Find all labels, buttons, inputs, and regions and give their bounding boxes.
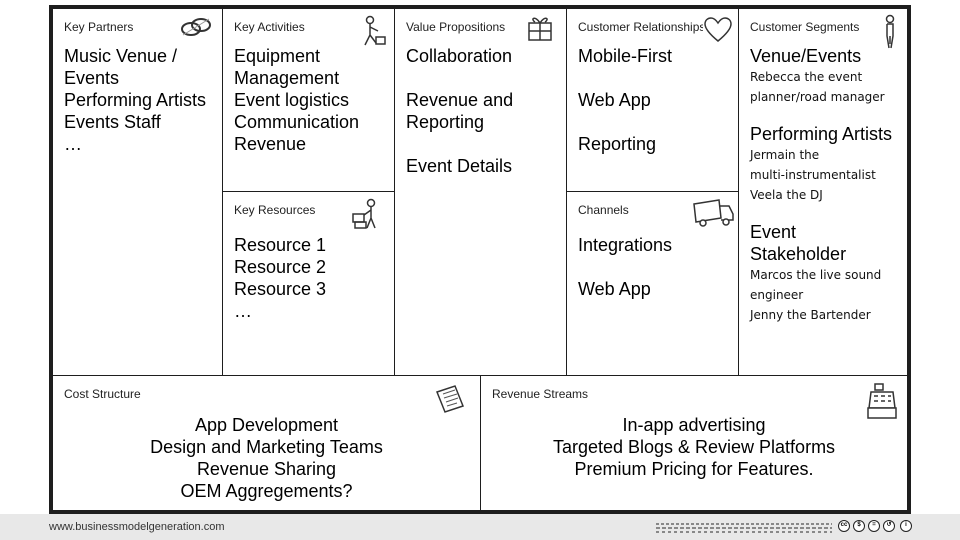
list-item: Resource 3 [234, 279, 327, 299]
list-item: Mobile-First [578, 46, 673, 66]
segment-heading: Performing Artists [750, 124, 893, 144]
list-item: In-app advertising [622, 415, 766, 435]
segment-group: Event Stakeholder Marcos the live sound … [750, 221, 903, 325]
cost-structure-block: Cost Structure App Development Design an… [52, 375, 481, 511]
value-propositions-title: Value Propositions [406, 20, 506, 34]
value-propositions-list: Collaboration Revenue and Reporting Even… [406, 45, 562, 199]
key-activities-title: Key Activities [234, 20, 305, 34]
truck-icon [693, 199, 734, 227]
list-item: … [64, 134, 82, 154]
footer-bar: www.businessmodelgeneration.com cc $ = ↺… [0, 514, 960, 540]
list-item: Collaboration [406, 46, 513, 66]
business-model-canvas: Key Partners Music Venue / Events Perfor… [49, 5, 911, 514]
person-icon [885, 14, 895, 49]
list-item: Design and Marketing Teams [150, 437, 383, 457]
segment-group: Performing Artists Jermain the multi-ins… [750, 123, 903, 205]
list-item: App Development [194, 415, 339, 435]
list-item: Reporting [578, 134, 657, 154]
license-fine-print [656, 521, 832, 535]
revenue-streams-block: Revenue Streams In-app advertising Targe… [480, 375, 908, 511]
list-item: Revenue Sharing [196, 459, 337, 479]
nc-icon: = [868, 520, 880, 532]
segment-heading: Event Stakeholder [750, 222, 847, 264]
receipt-icon [436, 385, 464, 413]
key-partners-block: Key Partners Music Venue / Events Perfor… [52, 8, 223, 376]
cost-structure-list: App Development Design and Marketing Tea… [53, 414, 480, 502]
key-partners-title: Key Partners [64, 20, 134, 34]
list-item: Events Staff [64, 112, 161, 132]
key-activities-list: Equipment Management Event logistics Com… [234, 45, 390, 155]
customer-relationships-block: Customer Relationships Mobile-First Web … [566, 8, 739, 192]
segment-persona: Jermain the multi-instrumentalist [750, 148, 876, 182]
heart-icon [703, 17, 733, 43]
revenue-streams-list: In-app advertising Targeted Blogs & Revi… [481, 414, 907, 480]
list-item: Performing Artists [64, 90, 207, 110]
channels-block: Channels Integrations Web App [566, 191, 739, 376]
list-item: Event logistics [234, 90, 350, 110]
sa-icon: ↺ [883, 520, 895, 532]
worker-icon [364, 15, 386, 46]
list-item: Music Venue / Events [64, 46, 178, 88]
list-item: Event Details [406, 156, 513, 176]
gift-icon [528, 17, 552, 41]
footer-url-link[interactable]: www.businessmodelgeneration.com [49, 521, 225, 533]
value-propositions-block: Value Propositions Collaboration Revenue… [394, 8, 567, 376]
list-item: Revenue and Reporting [406, 90, 514, 132]
list-item: Resource 1 [234, 235, 327, 255]
revenue-streams-title: Revenue Streams [492, 387, 589, 401]
segment-persona: Marcos the live sound engineer [750, 268, 882, 302]
customer-segments-title: Customer Segments [750, 20, 860, 34]
list-item: Web App [578, 90, 651, 110]
worker-with-boxes-icon [352, 198, 376, 229]
chain-link-icon [181, 18, 211, 36]
list-item: OEM Aggregements? [180, 481, 353, 501]
key-activities-block: Key Activities Equipment Management Even… [222, 8, 395, 192]
segment-heading: Venue/Events [750, 46, 862, 66]
key-resources-list: Resource 1 Resource 2 Resource 3 … [234, 234, 390, 322]
list-item: Resource 2 [234, 257, 327, 277]
cc-icon: cc [838, 520, 850, 532]
segment-group: Venue/Events Rebecca the event planner/r… [750, 45, 903, 107]
cash-register-icon [867, 383, 897, 419]
customer-segments-list: Venue/Events Rebecca the event planner/r… [750, 45, 903, 341]
info-icon: i [900, 520, 912, 532]
channels-title: Channels [578, 203, 629, 217]
segment-persona: Rebecca the event planner/road manager [750, 70, 885, 104]
key-resources-title: Key Resources [234, 203, 316, 217]
list-item: Targeted Blogs & Review Platforms [552, 437, 836, 457]
list-item: Web App [578, 279, 651, 299]
key-partners-list: Music Venue / Events Performing Artists … [64, 45, 218, 155]
by-icon: $ [853, 520, 865, 532]
key-resources-block: Key Resources Resource 1 Resource 2 Reso… [222, 191, 395, 376]
cost-structure-title: Cost Structure [64, 387, 141, 401]
customer-segments-block: Customer Segments Venue/Events Rebecca t… [738, 8, 908, 376]
list-item: Revenue [234, 134, 307, 154]
customer-relationships-title: Customer Relationships [578, 20, 706, 34]
list-item: Equipment Management [234, 46, 340, 88]
segment-persona: Jenny the Bartender [750, 308, 871, 322]
customer-relationships-list: Mobile-First Web App Reporting [578, 45, 734, 177]
list-item: Integrations [578, 235, 673, 255]
channels-list: Integrations Web App [578, 234, 734, 322]
list-item: Communication [234, 112, 360, 132]
list-item: … [234, 301, 252, 321]
segment-persona: Veela the DJ [750, 188, 823, 202]
list-item: Premium Pricing for Features. [574, 459, 814, 479]
